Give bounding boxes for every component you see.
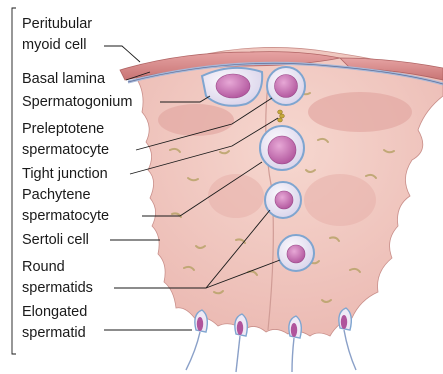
label-preleptotene-spermatocyte: Preleptotene spermatocyte [22, 121, 109, 158]
sertoli-cytoplasm-patch [308, 92, 412, 132]
label-round-spermatids: Round spermatids [22, 259, 93, 296]
round-spermatid [278, 235, 314, 271]
elongated-spermatid [186, 310, 207, 370]
label-peritubular-myoid-cell: Peritubular myoid cell [22, 16, 96, 53]
pachytene-spermatocyte [260, 126, 304, 170]
label-elongated-spermatid: Elongated spermatid [22, 304, 91, 341]
figure-bracket [12, 8, 16, 354]
sertoli-cytoplasm-patch [158, 104, 234, 136]
label-pachytene-spermatocyte: Pachytene spermatocyte [22, 187, 109, 224]
spermatogonium [202, 68, 262, 106]
elongated-spermatid [235, 314, 247, 372]
label-spermatogonium: Spermatogonium [22, 94, 132, 110]
leader-peritubular-myoid-cell [104, 46, 140, 62]
elongated-spermatid [339, 308, 356, 370]
label-basal-lamina: Basal lamina [22, 71, 106, 87]
label-sertoli-cell: Sertoli cell [22, 232, 89, 248]
preleptotene-spermatocyte [267, 67, 305, 105]
sertoli-cytoplasm-patch [304, 174, 376, 226]
round-spermatid [265, 182, 301, 218]
sertoli-cytoplasm-patch [208, 174, 264, 218]
elongated-spermatid [289, 316, 301, 372]
label-tight-junction: Tight junction [22, 166, 108, 182]
